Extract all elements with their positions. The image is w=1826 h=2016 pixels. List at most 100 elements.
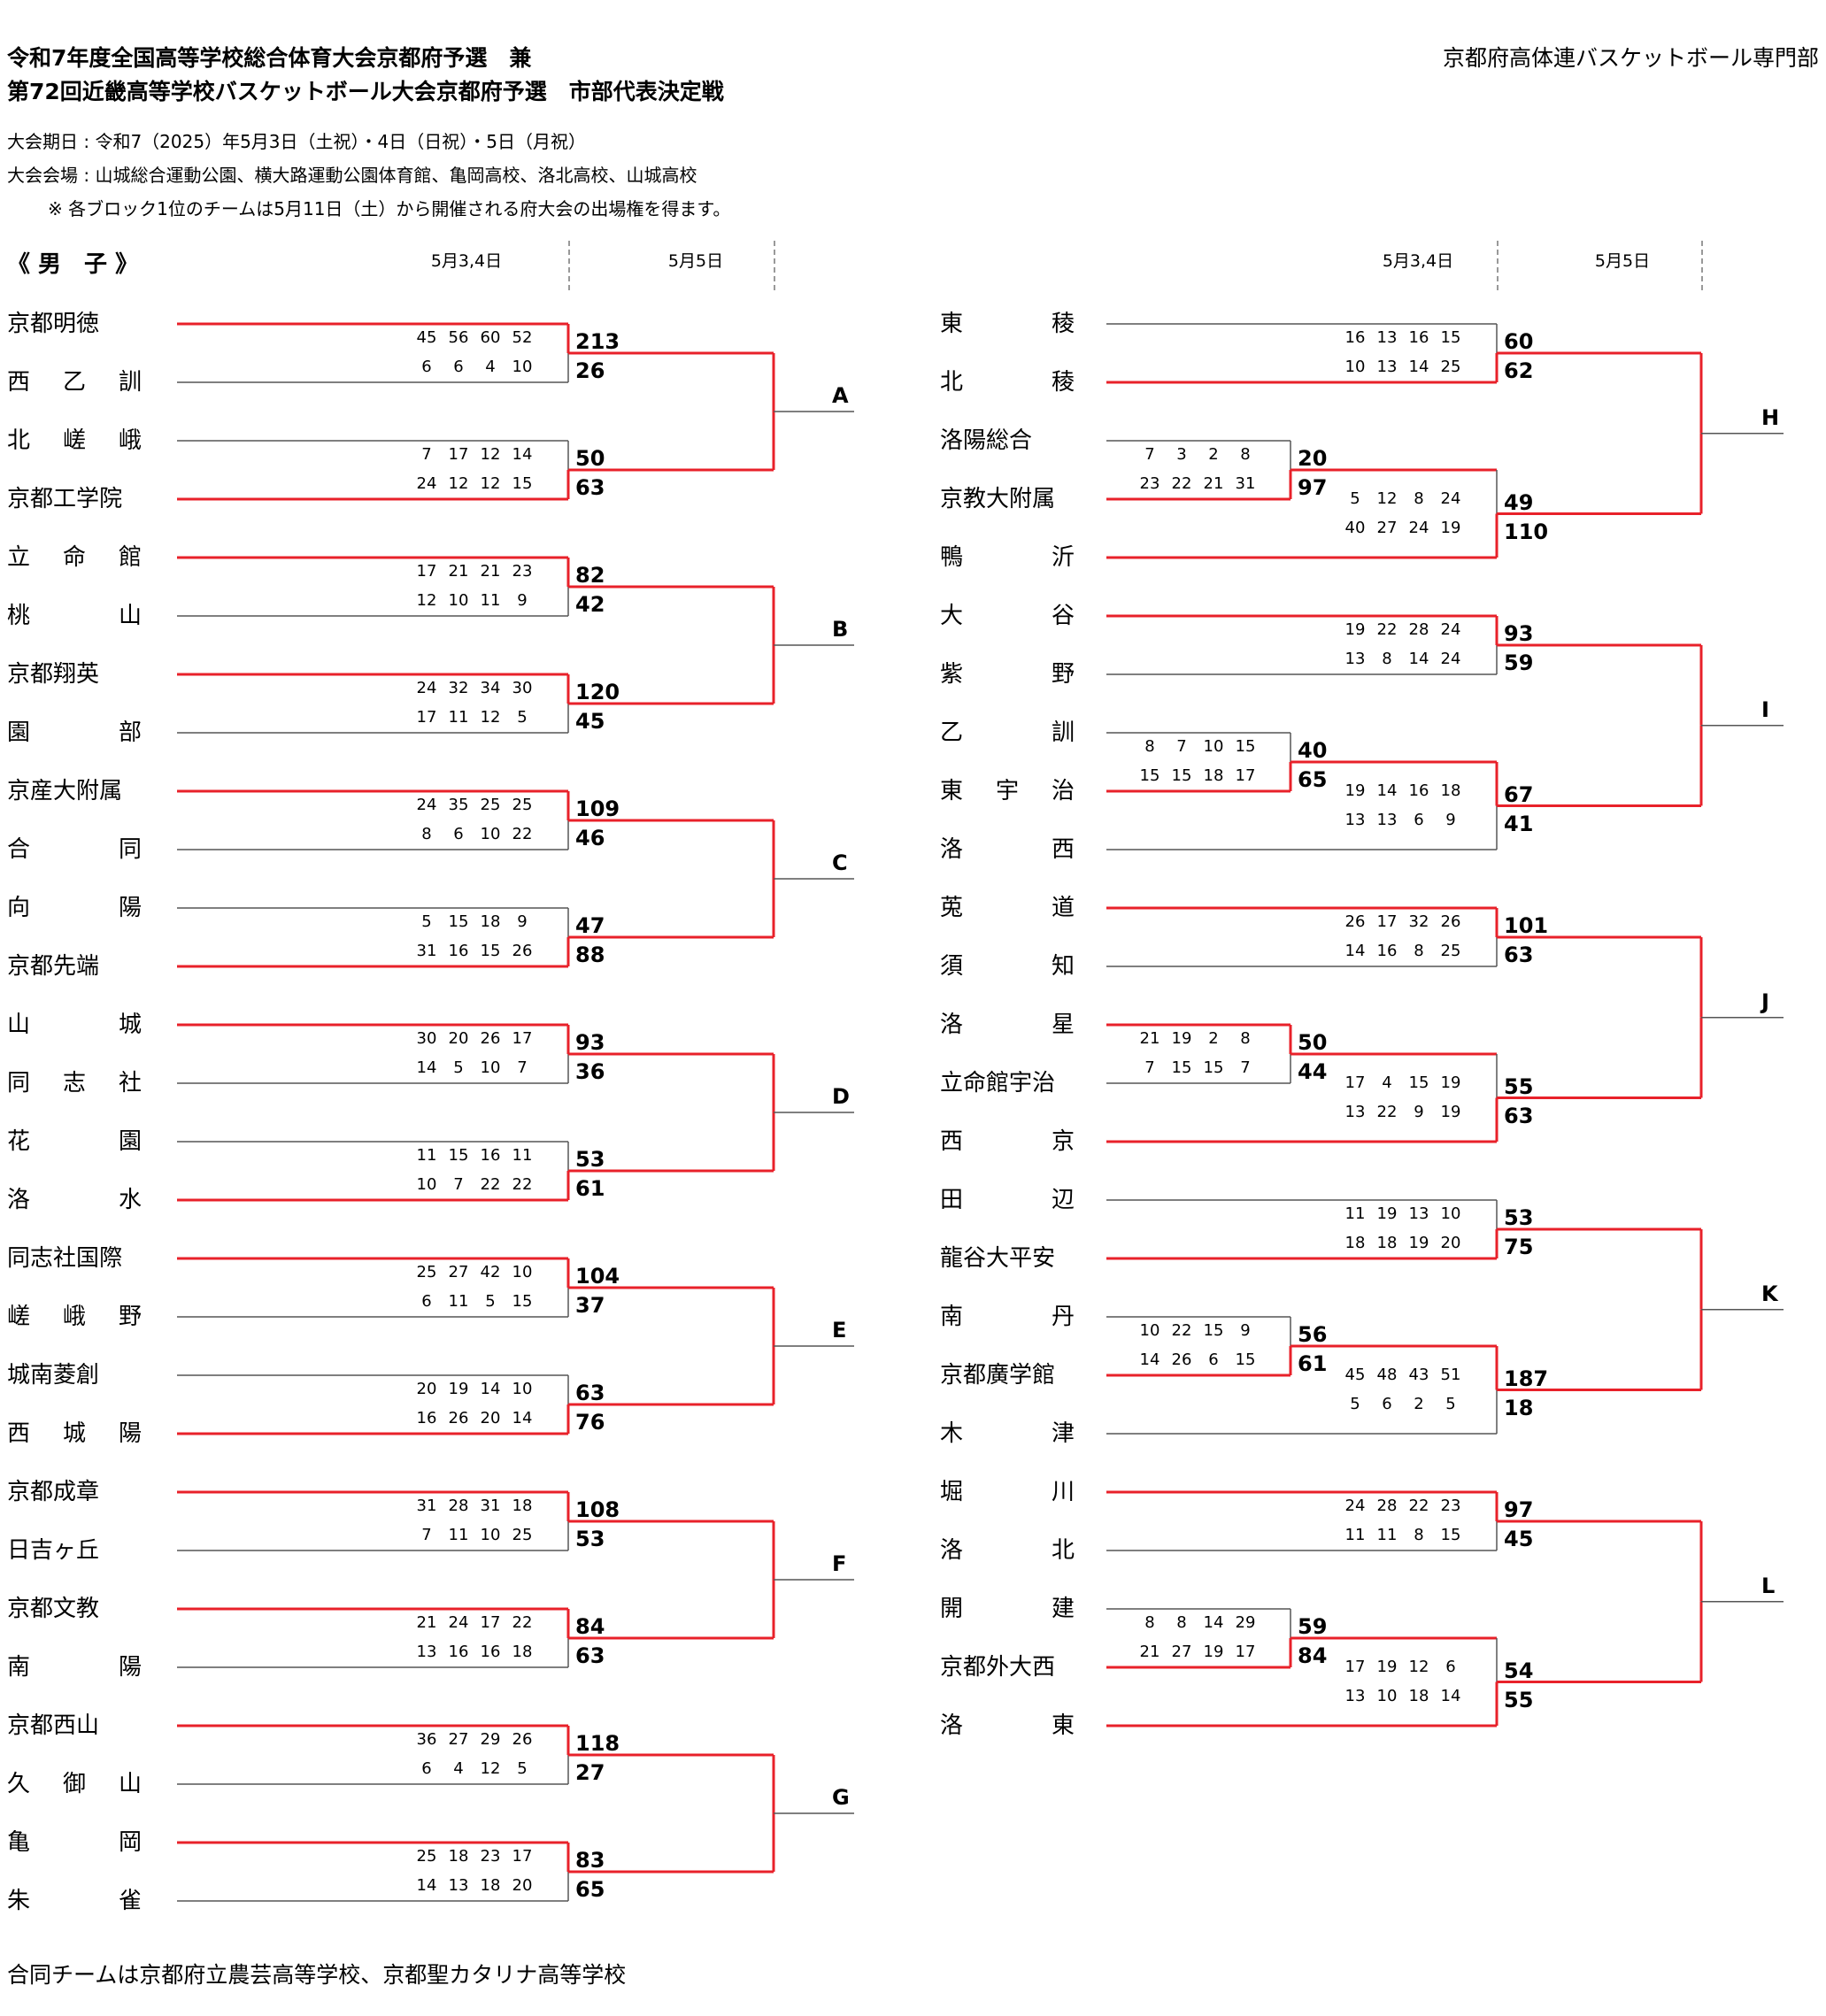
- quarter-score: 15: [1203, 1321, 1224, 1340]
- block-label: D: [832, 1084, 850, 1109]
- total-score-bottom: 88: [575, 943, 605, 967]
- total-score-top: 49: [1504, 489, 1534, 515]
- team-name: 京都成章: [7, 1479, 100, 1505]
- quarter-score: 14: [1139, 1350, 1160, 1369]
- quarter-score: 21: [416, 1613, 437, 1632]
- quarter-score: 24: [416, 796, 437, 814]
- quarter-score: 26: [480, 1029, 501, 1048]
- quarter-score: 16: [1408, 328, 1429, 347]
- quarter-score: 8: [1144, 1613, 1155, 1632]
- quarter-score: 22: [512, 825, 533, 843]
- quarter-score: 8: [1240, 1029, 1251, 1048]
- quarter-score: 16: [1376, 942, 1398, 960]
- total-score-bottom: 63: [575, 475, 605, 500]
- team-name: 京都翔英: [7, 661, 100, 688]
- quarter-score: 10: [1344, 358, 1366, 376]
- date-round2-left: 5月5日: [667, 251, 724, 271]
- quarter-score: 9: [517, 591, 528, 610]
- team-name: 開建: [940, 1596, 1075, 1622]
- section-label: 《 男 子 》: [7, 251, 139, 278]
- quarter-score: 10: [1440, 1204, 1461, 1223]
- quarter-score: 20: [448, 1029, 469, 1048]
- quarter-score: 51: [1440, 1365, 1461, 1384]
- quarter-score: 20: [416, 1380, 437, 1398]
- total-score-bottom: 26: [575, 358, 605, 383]
- quarter-score: 42: [480, 1263, 501, 1281]
- quarter-score: 16: [416, 1409, 437, 1427]
- team-name: 龍谷大平安: [940, 1245, 1056, 1272]
- team-name: 木津: [940, 1420, 1075, 1447]
- quarter-score: 19: [448, 1380, 469, 1398]
- quarter-score: 20: [512, 1876, 533, 1895]
- quarter-score: 17: [1344, 1657, 1366, 1676]
- total-score-bottom: 63: [1504, 943, 1534, 967]
- quarter-score: 8: [421, 825, 432, 843]
- team-name: 東宇治: [940, 778, 1075, 804]
- quarter-score: 17: [480, 1613, 501, 1632]
- team-name: 大谷: [940, 603, 1075, 629]
- quarter-score: 21: [1139, 1643, 1160, 1661]
- total-score-top: 97: [1504, 1497, 1534, 1522]
- total-score-bottom: 84: [1298, 1643, 1328, 1668]
- title-line-2: 第72回近畿高等学校バスケットボール大会京都府予選 市部代表決定戦: [7, 79, 724, 104]
- team-name: 洛北: [940, 1537, 1075, 1564]
- quarter-score: 24: [1440, 489, 1461, 508]
- quarter-score: 18: [448, 1847, 469, 1866]
- block-label: B: [832, 617, 849, 642]
- quarter-score: 16: [480, 1146, 501, 1165]
- quarter-score: 22: [512, 1175, 533, 1194]
- team-name: 堀川: [940, 1479, 1075, 1505]
- quarter-score: 27: [448, 1730, 469, 1749]
- quarter-score: 8: [1414, 1526, 1424, 1544]
- quarter-score: 17: [512, 1029, 533, 1048]
- quarter-score: 18: [512, 1643, 533, 1661]
- quarter-score: 45: [416, 328, 437, 347]
- quarter-score: 15: [512, 474, 533, 493]
- total-score-top: 104: [575, 1264, 620, 1289]
- team-name: 京産大附属: [7, 778, 123, 804]
- quarter-score: 15: [1171, 1058, 1192, 1077]
- total-score-bottom: 36: [575, 1059, 605, 1084]
- quarter-score: 26: [1440, 912, 1461, 931]
- total-score-bottom: 37: [575, 1293, 605, 1318]
- quarter-score: 22: [1171, 474, 1192, 493]
- team-name: 須知: [940, 953, 1075, 980]
- quarter-score: 28: [1376, 1497, 1398, 1515]
- quarter-score: 19: [1344, 781, 1366, 800]
- quarter-score: 15: [1139, 766, 1160, 785]
- quarter-score: 22: [1171, 1321, 1192, 1340]
- quarter-score: 31: [416, 942, 437, 960]
- total-score-bottom: 55: [1504, 1687, 1534, 1712]
- quarter-score: 24: [416, 679, 437, 697]
- team-name: 向陽: [7, 895, 142, 921]
- quarter-score: 16: [1344, 328, 1366, 347]
- block-label: F: [832, 1551, 847, 1576]
- quarter-score: 24: [1440, 620, 1461, 639]
- quarter-score: 13: [1376, 358, 1398, 376]
- quarter-score: 10: [480, 825, 501, 843]
- quarter-score: 10: [416, 1175, 437, 1194]
- quarter-score: 14: [1408, 650, 1429, 668]
- quarter-score: 14: [512, 1409, 533, 1427]
- total-score-top: 83: [575, 1848, 605, 1873]
- quarter-score: 5: [1350, 1394, 1360, 1413]
- quarter-score: 5: [517, 1759, 528, 1778]
- total-score-bottom: 61: [575, 1176, 605, 1201]
